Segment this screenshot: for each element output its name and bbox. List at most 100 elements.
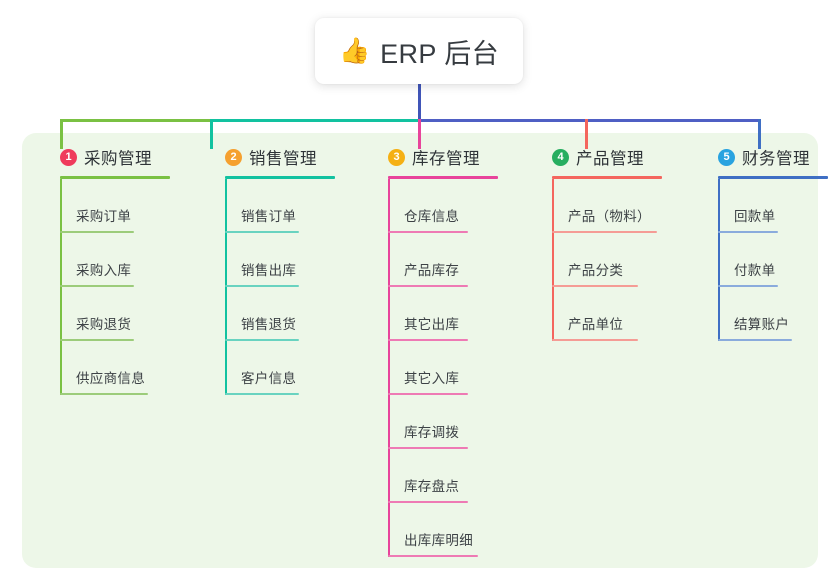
branch-item-label: 结算账户 (734, 317, 790, 332)
branch-title-label: 采购管理 (84, 150, 152, 168)
branch-item[interactable]: 产品分类 (532, 233, 692, 287)
branch-title-label: 产品管理 (576, 150, 644, 168)
branch-header-underline (225, 176, 335, 179)
branch-item[interactable]: 出库库明细 (368, 503, 528, 557)
branch-item-label: 库存调拨 (404, 425, 460, 440)
branch-trunk-line (60, 179, 62, 395)
branch-column-inventory: 3 库存管理仓库信息产品库存其它出库其它入库库存调拨库存盘点出库库明细 (368, 146, 528, 557)
connector-drop-product (585, 119, 588, 149)
branch-column-sales: 2 销售管理销售订单销售出库销售退货客户信息 (205, 146, 355, 395)
branch-item-label: 仓库信息 (404, 209, 460, 224)
branch-item[interactable]: 采购订单 (40, 179, 190, 233)
branch-number-badge: 2 (225, 148, 242, 166)
branch-number-badge: 1 (60, 148, 77, 166)
branch-item[interactable]: 其它出库 (368, 287, 528, 341)
connector-drop-inventory (418, 119, 421, 149)
connector-drop-sales (210, 119, 213, 149)
branch-trunk-line (552, 179, 554, 341)
branch-item-underline (718, 285, 778, 287)
branch-item[interactable]: 结算账户 (698, 287, 838, 341)
branch-item[interactable]: 销售订单 (205, 179, 355, 233)
branch-item-label: 产品（物料） (568, 209, 651, 224)
branch-item-label: 回款单 (734, 209, 776, 224)
branch-number-badge: 5 (718, 148, 735, 166)
branch-item-underline (60, 393, 148, 395)
connector-bus-teal-2 (210, 119, 410, 122)
branch-item[interactable]: 采购入库 (40, 233, 190, 287)
branch-item[interactable]: 其它入库 (368, 341, 528, 395)
branch-item-underline (225, 393, 299, 395)
branch-item-label: 供应商信息 (76, 371, 145, 386)
branch-item[interactable]: 付款单 (698, 233, 838, 287)
branch-item-label: 采购订单 (76, 209, 132, 224)
branch-header-underline (60, 176, 170, 179)
branch-trunk-line (388, 179, 390, 557)
branch-item-label: 其它入库 (404, 371, 460, 386)
branch-item-label: 销售出库 (241, 263, 297, 278)
branch-header-underline (718, 176, 828, 179)
branch-item-list: 产品（物料） 产品分类产品单位 (532, 179, 692, 341)
branch-item-label: 产品单位 (568, 317, 624, 332)
branch-title-label: 库存管理 (412, 150, 480, 168)
branch-number-badge: 4 (552, 148, 569, 166)
branch-item[interactable]: 销售出库 (205, 233, 355, 287)
connector-root-stem (418, 84, 421, 120)
branch-number-badge: 3 (388, 148, 405, 166)
branch-item-label: 其它出库 (404, 317, 460, 332)
connector-drop-finance (758, 119, 761, 149)
branch-item-label: 库存盘点 (404, 479, 460, 494)
branch-item-underline (552, 231, 657, 233)
mindmap-panel (22, 133, 818, 568)
branch-item-underline (718, 339, 792, 341)
branch-item[interactable]: 采购退货 (40, 287, 190, 341)
branch-header-product[interactable]: 4 产品管理 (532, 146, 692, 168)
root-node-label: ERP 后台 (380, 38, 500, 69)
thumbs-up-icon: 👍 (338, 36, 371, 65)
branch-item-list: 采购订单采购入库采购退货供应商信息 (40, 179, 190, 395)
branch-item-list: 仓库信息产品库存其它出库其它入库库存调拨库存盘点出库库明细 (368, 179, 528, 557)
branch-item-label: 销售退货 (241, 317, 297, 332)
branch-header-underline (388, 176, 498, 179)
branch-item-label: 采购入库 (76, 263, 132, 278)
branch-item[interactable]: 产品库存 (368, 233, 528, 287)
branch-item-underline (225, 285, 299, 287)
branch-item-label: 采购退货 (76, 317, 132, 332)
branch-item[interactable]: 库存盘点 (368, 449, 528, 503)
branch-item[interactable]: 回款单 (698, 179, 838, 233)
branch-header-sales[interactable]: 2 销售管理 (205, 146, 355, 168)
branch-item-underline (552, 285, 638, 287)
branch-item-underline (225, 339, 299, 341)
connector-bus-purple (418, 119, 761, 122)
branch-item[interactable]: 产品单位 (532, 287, 692, 341)
branch-item[interactable]: 库存调拨 (368, 395, 528, 449)
branch-item-underline (60, 285, 134, 287)
branch-item-label: 销售订单 (241, 209, 297, 224)
branch-column-purchase: 1 采购管理采购订单采购入库采购退货供应商信息 (40, 146, 190, 395)
branch-item[interactable]: 销售退货 (205, 287, 355, 341)
branch-header-purchase[interactable]: 1 采购管理 (40, 146, 190, 168)
branch-item-label: 客户信息 (241, 371, 297, 386)
branch-item[interactable]: 仓库信息 (368, 179, 528, 233)
branch-item-underline (225, 231, 299, 233)
branch-item-list: 销售订单销售出库销售退货客户信息 (205, 179, 355, 395)
branch-trunk-line (718, 179, 720, 341)
branch-item-underline (388, 285, 468, 287)
branch-column-product: 4 产品管理产品（物料） 产品分类产品单位 (532, 146, 692, 341)
branch-item-underline (388, 447, 468, 449)
branch-item[interactable]: 供应商信息 (40, 341, 190, 395)
branch-item-underline (552, 339, 638, 341)
branch-item-label: 产品分类 (568, 263, 624, 278)
root-node-card[interactable]: 👍 ERP 后台 (315, 18, 523, 84)
branch-item-underline (388, 231, 468, 233)
branch-item-underline (60, 339, 134, 341)
branch-item-underline (388, 393, 468, 395)
branch-header-inventory[interactable]: 3 库存管理 (368, 146, 528, 168)
branch-title-label: 销售管理 (249, 150, 317, 168)
branch-item[interactable]: 客户信息 (205, 341, 355, 395)
branch-item-underline (388, 339, 468, 341)
branch-item[interactable]: 产品（物料） (532, 179, 692, 233)
branch-item-label: 产品库存 (404, 263, 460, 278)
branch-item-list: 回款单付款单结算账户 (698, 179, 838, 341)
